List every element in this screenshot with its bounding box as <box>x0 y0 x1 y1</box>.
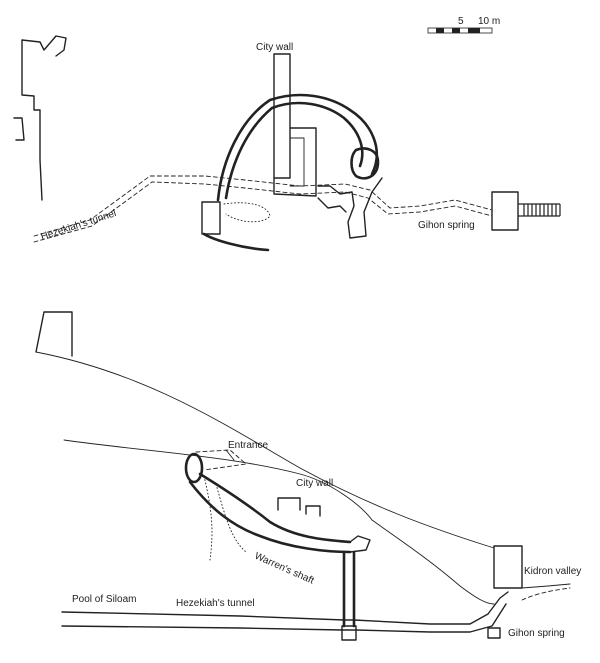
scale-bar: 5 10 m <box>427 16 500 34</box>
plan-city-wall-tower <box>273 53 291 179</box>
section-entrance-dashes <box>195 449 247 471</box>
section-warrens-shaft-label: Warren's shaft <box>253 551 316 587</box>
section-view: Entrance City wall Kidron valley Gihon s… <box>35 311 581 641</box>
section-city-wall-label: City wall <box>296 478 333 489</box>
plan-hezekiahs-tunnel-label: Hezekiah's tunnel <box>40 208 118 243</box>
section-upper-tower <box>35 311 73 357</box>
plan-left-outline <box>13 35 67 201</box>
section-ground-slope <box>35 351 495 549</box>
section-hezekiahs-tunnel <box>61 591 509 625</box>
section-kidron-valley-label: Kidron valley <box>524 566 581 577</box>
plan-gihon-spring-label: Gihon spring <box>418 220 475 231</box>
section-warrens-tunnel <box>198 472 352 544</box>
section-gihon-spring-outlet <box>487 627 501 639</box>
plan-warrens-shaft-system <box>216 93 378 202</box>
section-vertical-shaft <box>342 550 356 628</box>
plan-entrance-structure <box>201 201 221 235</box>
section-entrance-chamber <box>184 452 204 484</box>
plan-city-wall-label: City wall <box>256 42 293 53</box>
plan-gihon-spring-house <box>491 191 519 231</box>
section-entrance-label: Entrance <box>228 440 268 451</box>
plan-hezekiahs-tunnel <box>33 175 493 237</box>
plan-view: City wall Hezekiah's tunnel Gihon spring <box>13 35 561 252</box>
scale-label-5: 5 <box>458 16 464 27</box>
section-gihon-spring-label: Gihon spring <box>508 628 565 639</box>
section-pool-of-siloam-label: Pool of Siloam <box>72 594 136 605</box>
section-city-wall-blocks <box>277 497 321 517</box>
section-kidron-building <box>493 545 523 589</box>
section-hezekiahs-tunnel-label: Hezekiah's tunnel <box>176 598 255 609</box>
plan-gihon-stairs <box>518 203 561 217</box>
scale-label-10m: 10 m <box>478 16 500 27</box>
